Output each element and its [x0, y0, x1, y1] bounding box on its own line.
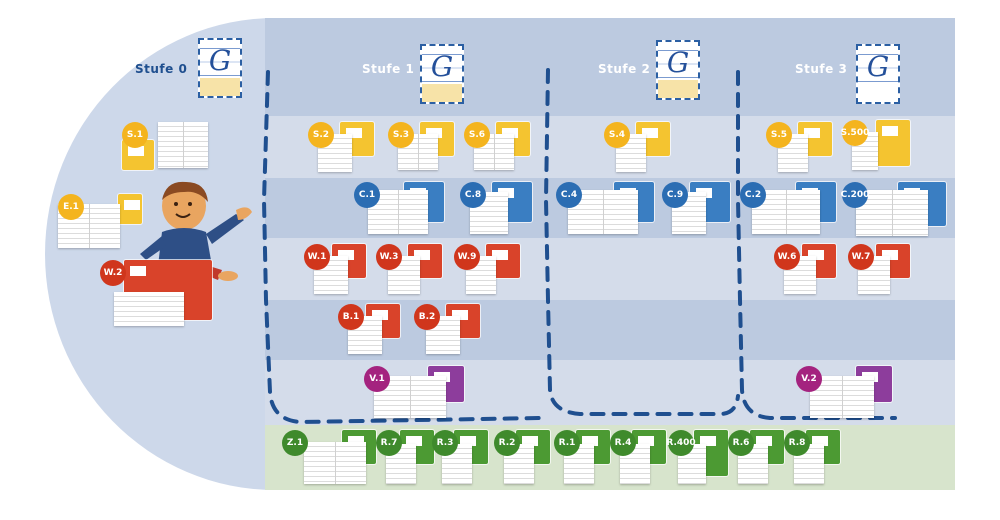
book-code-badge: C.1: [354, 182, 380, 208]
book-r400[interactable]: R.400: [666, 430, 728, 486]
level-label-stufe-3: Stufe 3: [795, 62, 848, 76]
book-w9[interactable]: W.9: [454, 244, 520, 296]
boundary-stufe-2: [543, 68, 740, 416]
letter-glyph: G: [866, 50, 890, 83]
book-z1[interactable]: Z.1: [282, 430, 376, 486]
book-code-badge: R.1: [554, 430, 580, 456]
book-s2[interactable]: S.2: [308, 122, 374, 172]
header-band: [265, 18, 955, 116]
book-code-badge: W.6: [774, 244, 800, 270]
book-code-badge: S.2: [308, 122, 334, 148]
book-c4[interactable]: C.4: [556, 182, 654, 236]
letter-glyph: G: [666, 46, 690, 79]
book-w2[interactable]: W.2: [100, 260, 212, 328]
book-w3[interactable]: W.3: [376, 244, 442, 296]
book-code-badge: R.3: [432, 430, 458, 456]
book-code-badge: S.6: [464, 122, 490, 148]
book-s4[interactable]: S.4: [604, 122, 670, 172]
book-r8[interactable]: R.8: [784, 430, 840, 486]
book-code-badge: S.5: [766, 122, 792, 148]
book-code-badge: V.2: [796, 366, 822, 392]
book-code-badge: C.2: [740, 182, 766, 208]
book-code-badge: W.2: [100, 260, 126, 286]
letter-card-stufe-1[interactable]: G: [420, 44, 464, 104]
letter-glyph: G: [208, 44, 232, 77]
book-r7[interactable]: R.7: [376, 430, 434, 486]
letter-card-stufe-3[interactable]: G: [856, 44, 900, 104]
book-code-badge: R.4: [610, 430, 636, 456]
book-code-badge: S.1: [122, 122, 148, 148]
book-code-badge: R.8: [784, 430, 810, 456]
book-r2[interactable]: R.2: [494, 430, 550, 486]
book-r6[interactable]: R.6: [728, 430, 784, 486]
book-s1[interactable]: S.1: [122, 122, 208, 170]
book-code-badge: R.7: [376, 430, 402, 456]
book-r4[interactable]: R.4: [610, 430, 666, 486]
book-s500[interactable]: S.500: [841, 120, 910, 172]
book-s5[interactable]: S.5: [766, 122, 832, 172]
level-label-stufe-1: Stufe 1: [362, 62, 415, 76]
book-code-badge: C.8: [460, 182, 486, 208]
letter-card-stufe-2[interactable]: G: [656, 40, 700, 100]
book-s3[interactable]: S.3: [388, 122, 454, 172]
book-c2[interactable]: C.2: [740, 182, 836, 236]
book-code-badge: R.400: [666, 430, 696, 456]
book-code-badge: C.200: [841, 182, 869, 208]
book-b2[interactable]: B.2: [414, 304, 480, 356]
book-b1[interactable]: B.1: [338, 304, 400, 356]
book-code-badge: R.2: [494, 430, 520, 456]
book-code-badge: S.3: [388, 122, 414, 148]
book-code-badge: S.500: [841, 120, 869, 146]
book-s6[interactable]: S.6: [464, 122, 530, 172]
book-w6[interactable]: W.6: [774, 244, 836, 296]
book-v2[interactable]: V.2: [796, 366, 892, 420]
book-code-badge: C.4: [556, 182, 582, 208]
boundary-stufe-3: [736, 70, 897, 420]
book-c200[interactable]: C.200: [841, 182, 946, 238]
book-c9[interactable]: C.9: [662, 182, 730, 236]
book-c8[interactable]: C.8: [460, 182, 532, 236]
book-c1[interactable]: C.1: [354, 182, 444, 236]
book-w7[interactable]: W.7: [848, 244, 910, 296]
book-e1[interactable]: E.1: [58, 194, 142, 250]
boundary-stufe-1: [261, 70, 542, 425]
book-code-badge: W.7: [848, 244, 874, 270]
book-code-badge: C.9: [662, 182, 688, 208]
book-code-badge: Z.1: [282, 430, 308, 456]
book-v1[interactable]: V.1: [364, 366, 464, 420]
letter-card-stufe-0[interactable]: G: [198, 38, 242, 98]
book-code-badge: V.1: [364, 366, 390, 392]
book-code-badge: W.9: [454, 244, 480, 270]
level-label-stufe-2: Stufe 2: [598, 62, 651, 76]
book-code-badge: R.6: [728, 430, 754, 456]
book-code-badge: S.4: [604, 122, 630, 148]
book-code-badge: B.2: [414, 304, 440, 330]
book-r1[interactable]: R.1: [554, 430, 610, 486]
level-label-stufe-0: Stufe 0: [135, 62, 188, 76]
book-code-badge: E.1: [58, 194, 84, 220]
book-w1[interactable]: W.1: [304, 244, 366, 296]
letter-glyph: G: [430, 50, 454, 83]
book-code-badge: W.1: [304, 244, 330, 270]
book-code-badge: W.3: [376, 244, 402, 270]
book-code-badge: B.1: [338, 304, 364, 330]
book-r3[interactable]: R.3: [432, 430, 488, 486]
